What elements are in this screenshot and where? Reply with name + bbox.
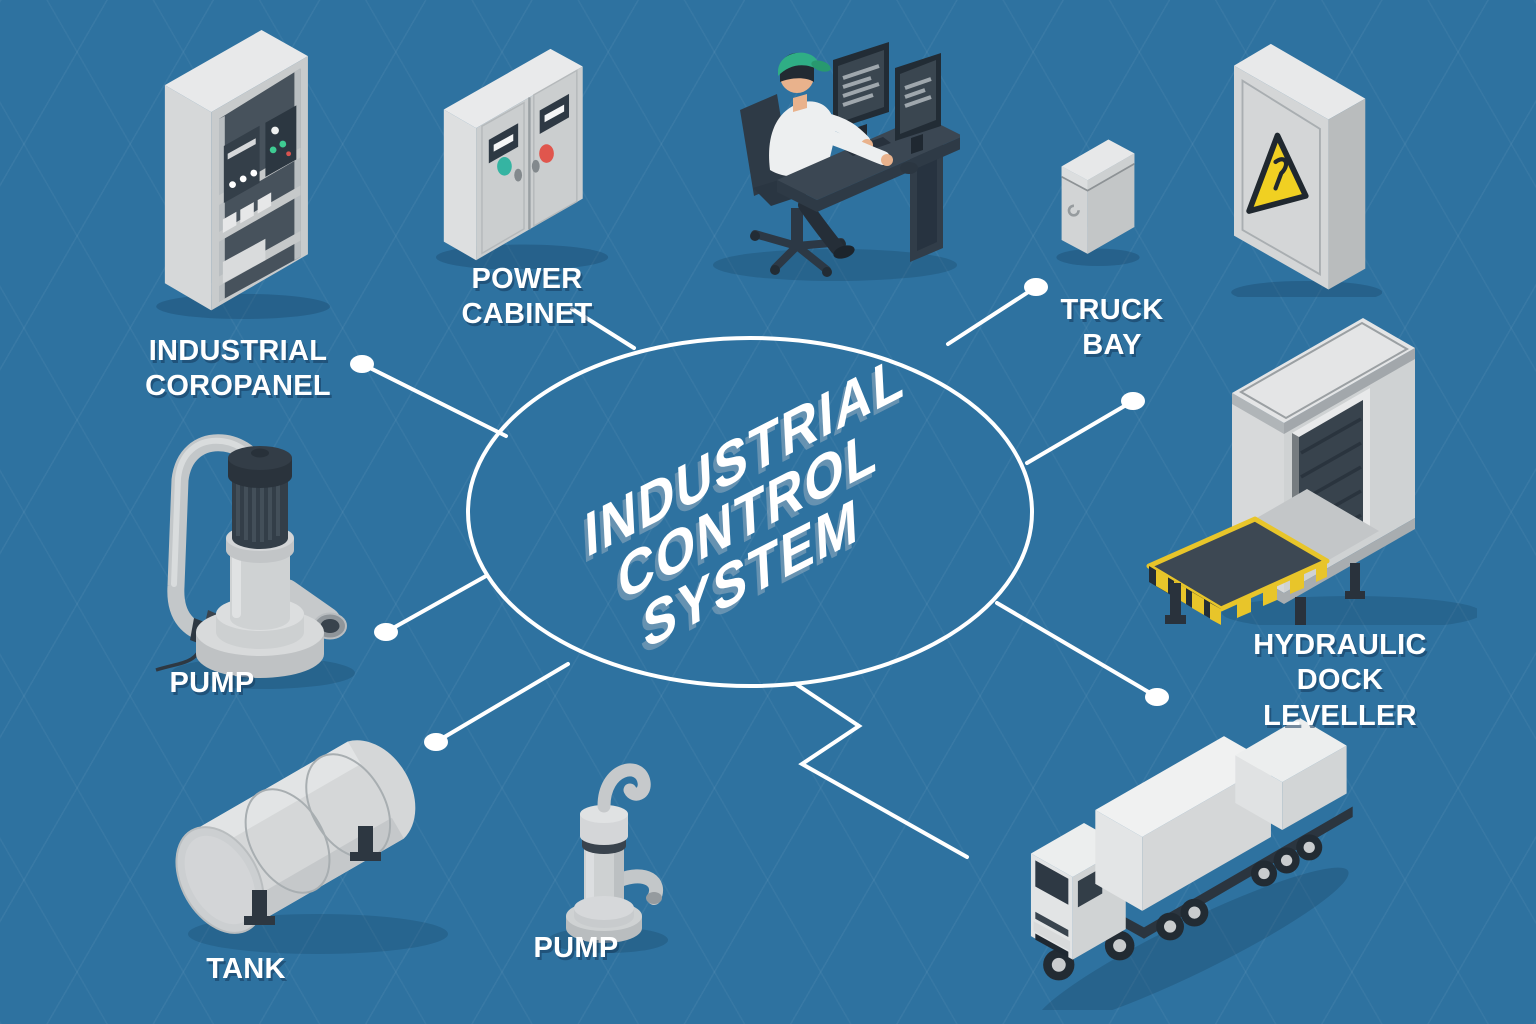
hand-pump-icon	[548, 763, 668, 953]
submersible-pump-icon	[155, 434, 355, 689]
connector-coropanel	[360, 362, 508, 438]
label-pump-left: PUMP	[169, 667, 255, 699]
label-industrial-coropanel: INDUSTRIAL COROPANEL	[145, 335, 331, 403]
tank-icon	[175, 740, 448, 954]
label-tank: TANK	[206, 953, 286, 985]
dock-leveller-icon	[1146, 318, 1477, 625]
platform-legs	[1165, 563, 1365, 625]
connector-pump-left	[384, 574, 488, 634]
truck-icon	[1030, 717, 1353, 1010]
label-pump-bottom: PUMP	[533, 932, 619, 964]
power-cabinet-icon	[436, 48, 609, 269]
connector-dock-upper	[1025, 399, 1135, 465]
label-hydraulic-dock-leveller: HYDRAULIC DOCK LEVELLER	[1253, 629, 1427, 732]
truck-bay-box-icon	[1056, 139, 1140, 266]
hub-ellipse	[466, 336, 1034, 688]
connector-dock-label	[995, 601, 1159, 699]
label-truck-bay: TRUCK BAY	[1060, 294, 1164, 362]
connector-truck-bay	[946, 285, 1038, 346]
connector-lines	[360, 285, 1159, 859]
connector-power-cabinet	[570, 307, 636, 350]
connector-tank	[434, 662, 570, 744]
connector-truck-zigzag	[794, 682, 969, 859]
control-panel-cabinet-icon	[156, 30, 331, 320]
hazard-stripes	[1156, 561, 1327, 625]
operator-workstation-icon	[713, 42, 960, 281]
electrical-warning-cabinet-icon	[1231, 43, 1382, 297]
connector-end-dots	[350, 278, 1169, 751]
tank-legs	[244, 826, 381, 925]
label-power-cabinet: POWER CABINET	[461, 263, 593, 331]
truck-wheels	[1043, 834, 1323, 981]
